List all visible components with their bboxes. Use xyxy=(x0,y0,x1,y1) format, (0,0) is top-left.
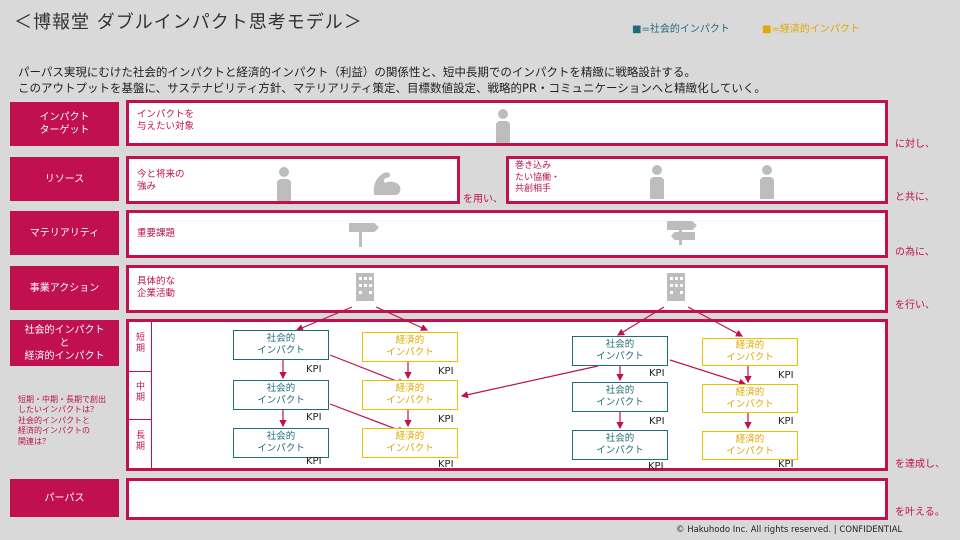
suffix-target: に対し、 xyxy=(895,139,935,150)
panel-materiality: 重要課題 xyxy=(126,210,888,258)
social-impact-box: 社会的 インパクト xyxy=(572,336,668,366)
social-impact-box: 社会的 インパクト xyxy=(233,428,329,458)
term-column-border xyxy=(151,322,152,468)
panel-resource-strength: 今と将来の 強み xyxy=(126,156,460,204)
economic-impact-box: 経済的 インパクト xyxy=(362,380,458,410)
kpi-label: KPI xyxy=(306,412,322,423)
economic-impact-box: 経済的 インパクト xyxy=(702,384,798,413)
signpost-icon xyxy=(665,221,697,251)
label-materiality: マテリアリティ xyxy=(10,211,119,255)
label-impact-target: インパクト ターゲット xyxy=(10,102,119,146)
kpi-label: KPI xyxy=(306,456,322,467)
intro-line-1: パーパス実現にむけた社会的インパクトと経済的インパクト（利益）の関係性と、短中長… xyxy=(18,65,696,79)
label-resource: リソース xyxy=(10,157,119,201)
side-question: 短期・中期・長期で創出 したいインパクトは？ 社会的インパクトと 経済的インパク… xyxy=(18,395,106,446)
intro-line-2: このアウトプットを基盤に、サステナビリティ方針、マテリアリティ策定、目標数値設定… xyxy=(18,81,766,95)
panel-text-partners: 巻き込み たい協働・ 共創相手 xyxy=(515,161,561,195)
person-icon xyxy=(760,165,774,199)
term-short: 短期 xyxy=(134,332,144,354)
suffix-resource-mid: を用い、 xyxy=(463,194,503,205)
person-icon xyxy=(277,167,291,201)
label-impact: 社会的インパクト と 経済的インパクト xyxy=(10,320,119,366)
kpi-label: KPI xyxy=(778,416,794,427)
suffix-purpose: を叶える。 xyxy=(895,507,945,518)
economic-impact-box: 経済的 インパクト xyxy=(702,338,798,366)
panel-business-action: 具体的な 企業活動 xyxy=(126,265,888,313)
term-divider xyxy=(129,371,151,372)
legend-economic: ■=経済的インパクト xyxy=(762,24,860,35)
page-title: ＜博報堂 ダブルインパクト思考モデル＞ xyxy=(14,12,363,33)
kpi-label: KPI xyxy=(648,461,664,472)
panel-text-resource: 今と将来の 強み xyxy=(137,169,185,193)
muscle-arm-icon xyxy=(373,172,401,195)
panel-impact-target: インパクトを 与えたい対象 xyxy=(126,100,888,146)
legend-social: ■=社会的インパクト xyxy=(632,24,730,35)
term-long: 長期 xyxy=(134,430,144,452)
signpost-icon xyxy=(349,221,381,251)
person-icon xyxy=(650,165,664,199)
panel-text-action: 具体的な 企業活動 xyxy=(137,276,176,300)
economic-impact-box: 経済的 インパクト xyxy=(362,428,458,458)
social-impact-box: 社会的 インパクト xyxy=(233,330,329,360)
term-mid: 中期 xyxy=(134,381,144,403)
kpi-label: KPI xyxy=(438,459,454,470)
kpi-label: KPI xyxy=(649,368,665,379)
kpi-label: KPI xyxy=(438,366,454,377)
economic-impact-box: 経済的 インパクト xyxy=(702,431,798,460)
suffix-action: を行い、 xyxy=(895,300,935,311)
kpi-label: KPI xyxy=(778,370,794,381)
panel-text-target: インパクトを 与えたい対象 xyxy=(137,109,195,133)
label-purpose: パーパス xyxy=(10,479,119,517)
kpi-label: KPI xyxy=(306,364,322,375)
term-divider xyxy=(129,419,151,420)
panel-resource-partners: 巻き込み たい協働・ 共創相手 xyxy=(506,156,888,204)
economic-impact-box: 経済的 インパクト xyxy=(362,332,458,362)
suffix-resource: と共に、 xyxy=(895,192,935,203)
label-business-action: 事業アクション xyxy=(10,266,119,310)
building-icon xyxy=(667,273,685,301)
panel-text-materiality: 重要課題 xyxy=(137,228,176,239)
person-icon xyxy=(496,109,510,143)
kpi-label: KPI xyxy=(649,416,665,427)
social-impact-box: 社会的 インパクト xyxy=(572,430,668,460)
social-impact-box: 社会的 インパクト xyxy=(233,380,329,410)
panel-purpose xyxy=(126,478,888,520)
suffix-materiality: の為に、 xyxy=(895,247,935,258)
suffix-impact: を達成し、 xyxy=(895,459,945,470)
kpi-label: KPI xyxy=(438,414,454,425)
kpi-label: KPI xyxy=(778,459,794,470)
footer-copyright: © Hakuhodo Inc. All rights reserved. | C… xyxy=(676,525,903,535)
social-impact-box: 社会的 インパクト xyxy=(572,382,668,412)
building-icon xyxy=(356,273,374,301)
